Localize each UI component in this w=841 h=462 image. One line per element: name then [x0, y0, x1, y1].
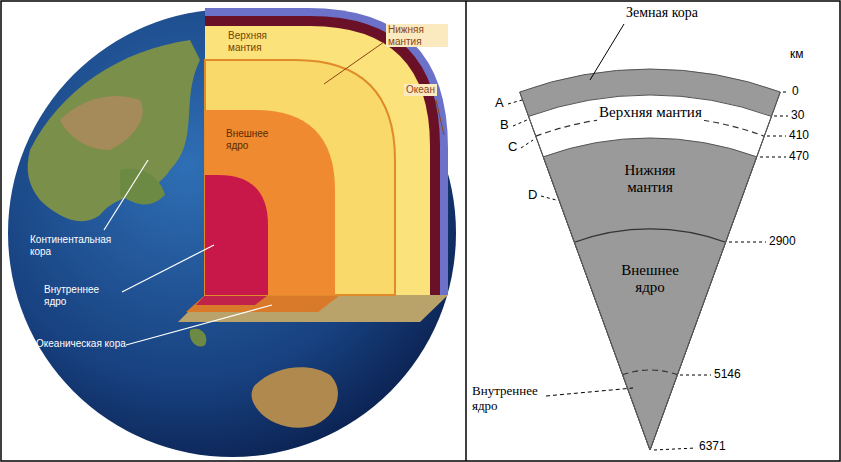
leader-line: [590, 24, 624, 80]
layer-label: Океан: [404, 84, 437, 96]
layer-label: Нижняя мантия: [605, 162, 695, 197]
callout-label: Внутреннее ядро: [44, 284, 120, 307]
ocean-layer: [205, 8, 448, 295]
crust-layer: [205, 16, 440, 295]
upper-mantle-band: [529, 95, 772, 450]
layer-label: Земная кора: [626, 5, 698, 21]
layer-label: Верхняя мантия: [228, 30, 290, 53]
depth-value: 470: [789, 150, 809, 164]
depth-value: 30: [791, 109, 804, 123]
inner-core-layer: [205, 175, 268, 295]
boundary-letter: A: [495, 96, 504, 111]
unit-label: км: [790, 48, 804, 62]
layer-label: Нижняя мантия: [386, 24, 448, 47]
layer-label: Внешнее ядро: [610, 262, 690, 297]
outer-core-layer: [205, 110, 335, 295]
globe: [8, 9, 456, 457]
callout-label: Внутреннее ядро: [472, 384, 544, 414]
frame-divider: [465, 1, 467, 461]
continent: [190, 329, 207, 347]
depth-value: 6371: [699, 440, 726, 454]
dashed-boundary: [623, 370, 678, 375]
callout-label: Океаническая кора: [36, 338, 126, 350]
depth-value: 2900: [769, 235, 796, 249]
cut-face: [178, 295, 448, 322]
depth-value: 410: [789, 129, 809, 143]
leader-line: [126, 305, 272, 345]
leader-line: [104, 160, 148, 230]
boundary-letter: C: [508, 140, 517, 155]
continent: [28, 40, 200, 221]
callout-label: Континентальная кора: [30, 234, 134, 257]
leader-line: [436, 100, 444, 135]
wedge-edge: [520, 92, 781, 450]
layer-label: Внешнее ядро: [226, 128, 282, 151]
lower-mantle-band: [543, 138, 756, 450]
leader-line: [546, 388, 633, 396]
leader-line: [324, 42, 384, 84]
leader-line: [122, 245, 214, 292]
depth-ticks: [508, 92, 789, 450]
depth-value: 0: [792, 85, 799, 99]
layer-label: Верхняя мантия: [597, 104, 704, 121]
core-boundary: [574, 229, 725, 242]
boundary-letter: D: [528, 188, 537, 203]
cut-face: [186, 295, 340, 312]
continent: [60, 96, 143, 150]
cut-face: [196, 295, 268, 305]
continent: [252, 367, 338, 428]
depth-value: 5146: [714, 368, 741, 382]
boundary-letter: B: [500, 118, 509, 133]
crust-band: [520, 69, 781, 450]
upper-mantle-layer: [205, 26, 430, 295]
continent: [120, 169, 165, 205]
lower-mantle-layer: [205, 60, 395, 295]
